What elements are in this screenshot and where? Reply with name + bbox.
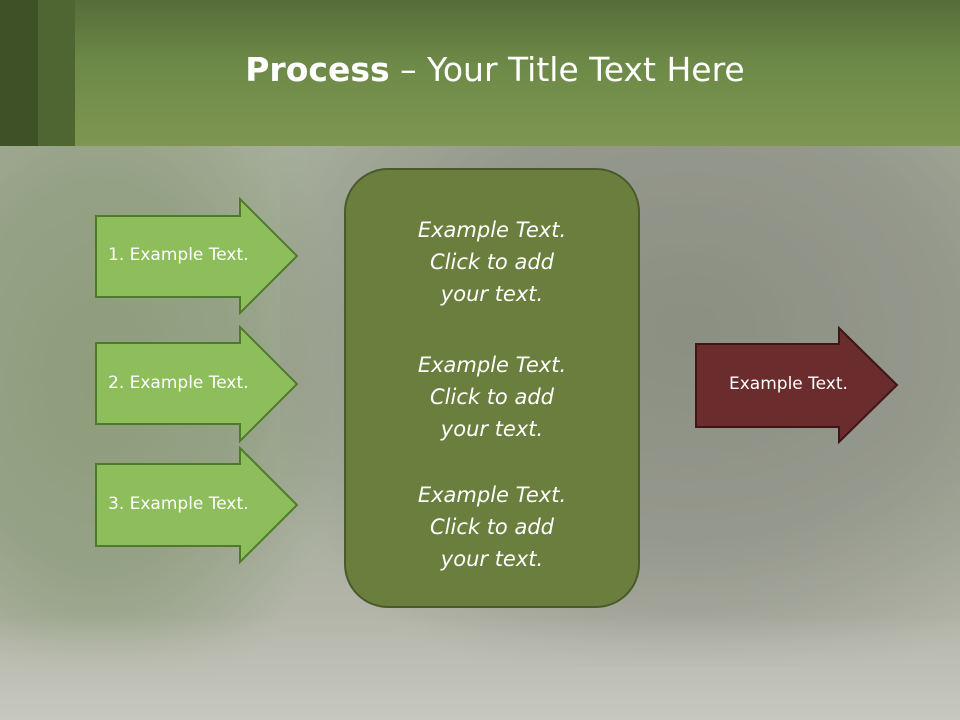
center-paragraph-3: Example Text. Click to add your text. [346,479,638,575]
center-paragraph-line: your text. [440,417,544,441]
center-paragraph-line: Click to add [429,385,554,409]
center-text-box[interactable]: Example Text. Click to add your text. Ex… [344,168,640,608]
left-arrow-1[interactable] [95,196,299,316]
center-paragraph-1: Example Text. Click to add your text. [346,214,638,310]
center-paragraph-line: Example Text. [417,353,567,377]
right-arrow[interactable] [695,325,899,445]
title-rest: – Your Title Text Here [389,50,745,89]
left-arrow-3-label: 3. Example Text. [108,494,249,514]
left-arrow-2[interactable] [95,324,299,444]
left-arrow-3[interactable] [95,445,299,565]
center-paragraph-line: your text. [440,282,544,306]
center-paragraph-2: Example Text. Click to add your text. [346,349,638,445]
center-paragraph-line: Example Text. [417,483,567,507]
center-paragraph-line: Click to add [429,515,554,539]
right-arrow-label: Example Text. [729,374,848,394]
gravel-ground [0,616,960,720]
center-paragraph-line: your text. [440,547,544,571]
header-accent-dark [0,0,38,146]
center-paragraph-line: Example Text. [417,218,567,242]
center-paragraph-line: Click to add [429,250,554,274]
left-arrow-1-label: 1. Example Text. [108,245,249,265]
title-bold: Process [245,50,390,89]
left-arrow-2-label: 2. Example Text. [108,373,249,393]
title-band: Process – Your Title Text Here [0,0,960,146]
slide-title[interactable]: Process – Your Title Text Here [75,50,915,89]
header-accent-mid [38,0,75,146]
